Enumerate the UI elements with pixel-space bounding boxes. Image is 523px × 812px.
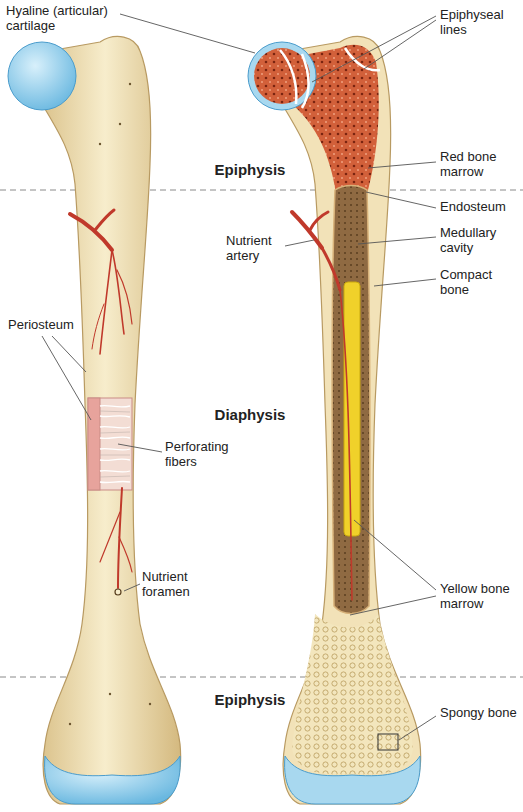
bone-outline — [43, 36, 180, 804]
part-label: Spongy bone — [440, 706, 518, 721]
part-label: Endosteum — [440, 200, 518, 215]
fiber-shading — [100, 411, 130, 477]
part-label: Periosteum — [8, 318, 88, 333]
spongy-bone — [292, 614, 413, 774]
medullary-cavity — [332, 186, 370, 614]
part-label: Yellow bone marrow — [440, 582, 518, 612]
leader-lines — [42, 14, 436, 740]
bone-pore — [69, 723, 71, 725]
articular-cartilage — [8, 42, 76, 110]
region-label: Epiphysis — [200, 161, 300, 178]
articular-cartilage — [285, 756, 421, 804]
part-label: Medullary cavity — [440, 226, 518, 256]
part-label: Epiphyseal lines — [440, 8, 518, 38]
periosteum-cutaway — [88, 398, 132, 490]
part-label: Hyaline (articular) cartilage — [6, 4, 124, 34]
femur-exterior — [8, 36, 181, 804]
articular-cartilage — [45, 756, 181, 804]
region-label: Diaphysis — [200, 406, 300, 423]
nutrient-vessels — [70, 210, 132, 588]
part-label: Compact bone — [440, 268, 518, 298]
epiphyseal-line — [280, 50, 296, 104]
detail-box — [378, 734, 398, 750]
bone-pore — [119, 123, 121, 125]
part-label: Nutrient foramen — [142, 570, 214, 600]
compact-bone — [283, 36, 420, 804]
epiphyseal-line — [345, 48, 380, 70]
bone-pore — [149, 703, 151, 705]
periosteum-layer — [88, 398, 100, 490]
region-label: Epiphysis — [200, 691, 300, 708]
epiphyseal-line — [302, 54, 309, 108]
articular-cartilage — [248, 42, 316, 110]
bone-pore — [129, 83, 131, 85]
yellow-bone-marrow — [344, 282, 360, 536]
bone-pore — [99, 143, 101, 145]
part-label: Perforating fibers — [165, 440, 245, 470]
nutrient-foramen — [115, 589, 121, 595]
part-label: Red bone marrow — [440, 150, 518, 180]
perforating-fibers — [100, 406, 130, 483]
nutrient-artery — [292, 212, 352, 600]
bone-pore — [109, 693, 111, 695]
part-label: Nutrient artery — [226, 234, 284, 264]
